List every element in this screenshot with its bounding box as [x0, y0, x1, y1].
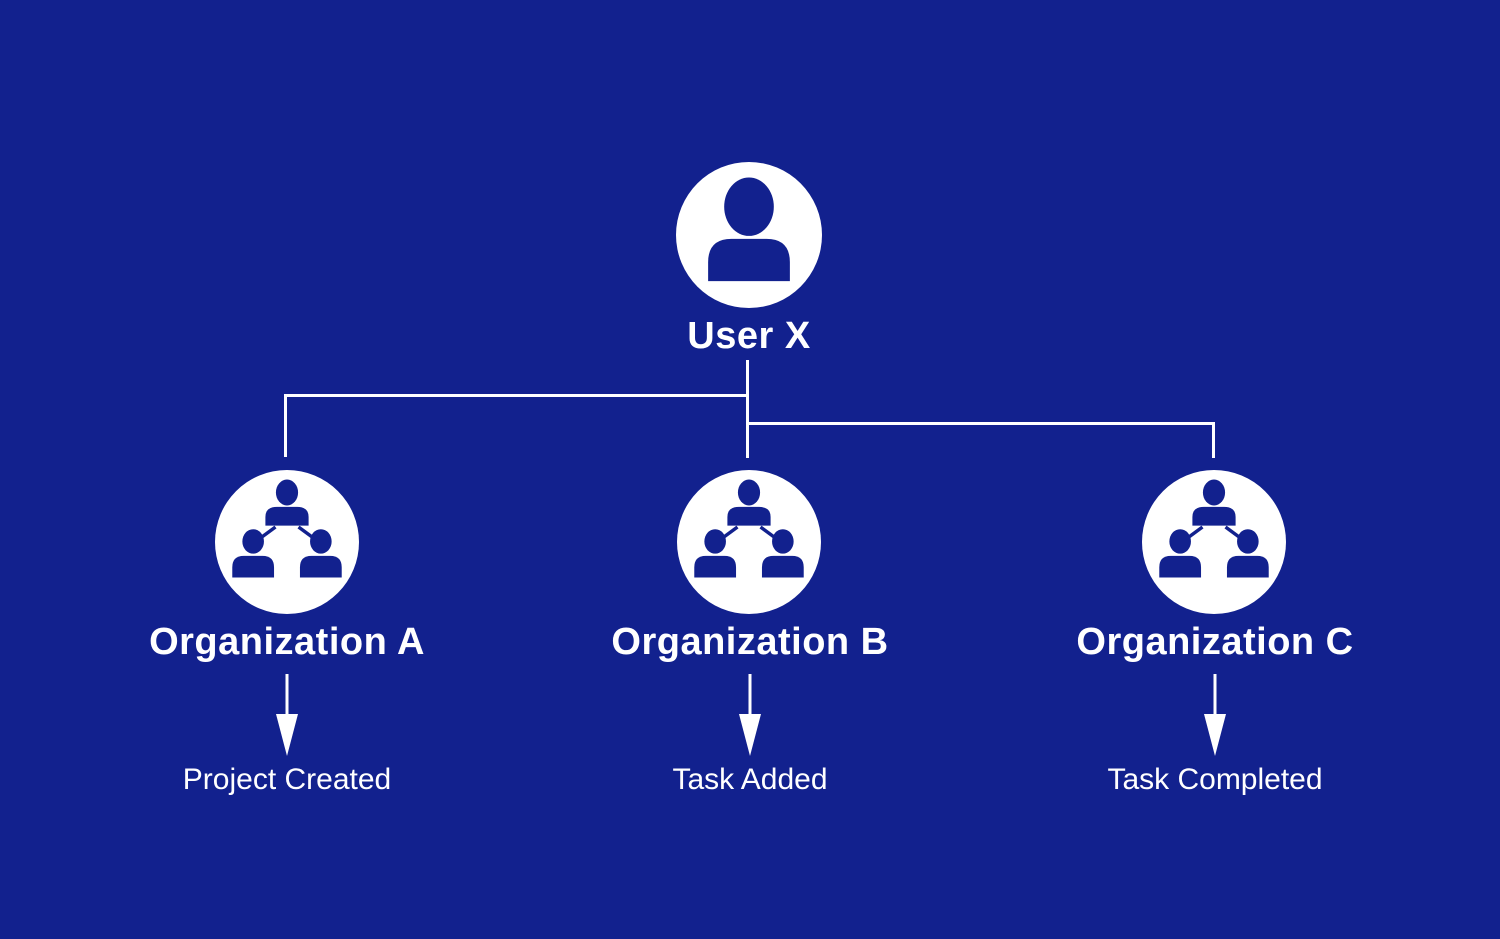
person-icon: [676, 160, 822, 311]
organization-c-node: [1142, 470, 1286, 614]
user-node: [676, 162, 822, 308]
org-chart-icon: [1142, 468, 1286, 617]
organization-a-label: Organization A: [149, 621, 425, 663]
user-node-label: User X: [687, 315, 811, 357]
down-arrow-icon: [734, 674, 766, 763]
event-label-task-added: Task Added: [672, 763, 828, 796]
organization-b-label: Organization B: [611, 621, 889, 663]
connector-stem: [746, 360, 749, 458]
down-arrow-icon: [1199, 674, 1231, 763]
organization-b-node: [677, 470, 821, 614]
connector-right-horizontal: [746, 422, 1215, 425]
connector-right-vertical: [1212, 422, 1215, 458]
organization-c-label: Organization C: [1076, 621, 1354, 663]
event-label-project-created: Project Created: [182, 763, 392, 796]
connector-left-horizontal: [284, 394, 749, 397]
organization-a-node: [215, 470, 359, 614]
event-label-task-completed: Task Completed: [1107, 763, 1323, 796]
down-arrow-icon: [271, 674, 303, 763]
org-chart-icon: [677, 468, 821, 617]
connector-left-vertical: [284, 394, 287, 457]
org-chart-icon: [215, 468, 359, 617]
